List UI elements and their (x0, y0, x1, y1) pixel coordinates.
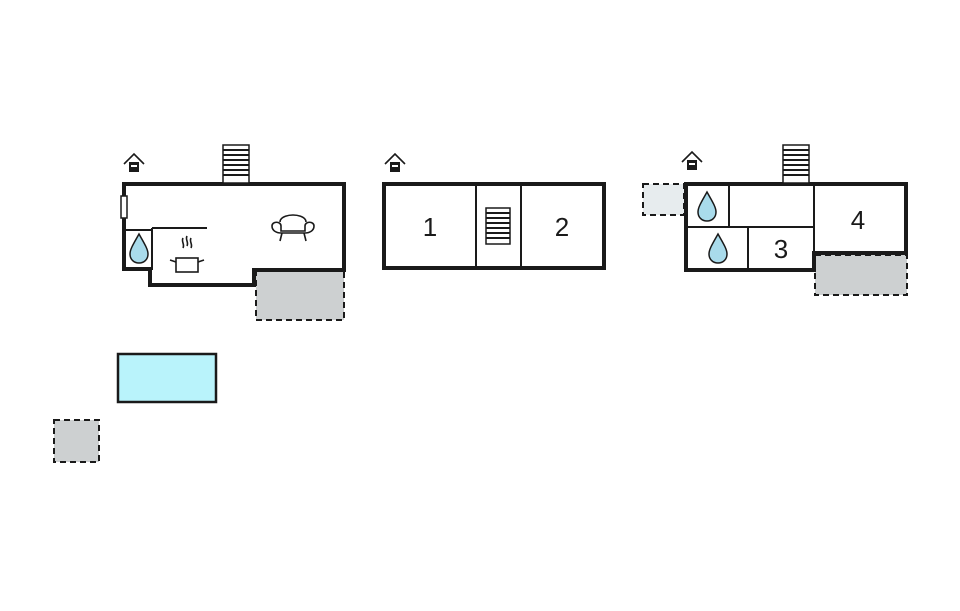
stairs-icon (485, 207, 511, 245)
room-label: 1 (423, 212, 437, 242)
terrace (814, 254, 908, 296)
water-drop-icon (697, 190, 717, 222)
pool (116, 352, 218, 404)
sofa-icon (271, 214, 315, 242)
terrace (255, 269, 345, 321)
balcony (642, 183, 685, 216)
plan-ground-floor (120, 144, 346, 321)
house-entrance-icon (681, 150, 703, 170)
outdoor-area (53, 419, 100, 463)
room-label: 2 (555, 212, 569, 242)
plan-first-floor: 1 2 (382, 152, 606, 270)
house-entrance-icon (384, 152, 406, 172)
house-entrance-icon (123, 152, 145, 172)
outer-wall (122, 182, 346, 287)
plan-second-floor: 3 4 (642, 144, 908, 296)
room-label: 3 (774, 234, 788, 264)
water-drop-icon (708, 232, 728, 264)
water-drop-icon (129, 232, 149, 264)
stairs-icon (222, 144, 250, 184)
outer-wall (382, 182, 606, 270)
room-label: 4 (851, 205, 865, 235)
cooking-pot-icon (169, 235, 205, 273)
stairs-icon (782, 144, 810, 184)
window (120, 195, 128, 219)
